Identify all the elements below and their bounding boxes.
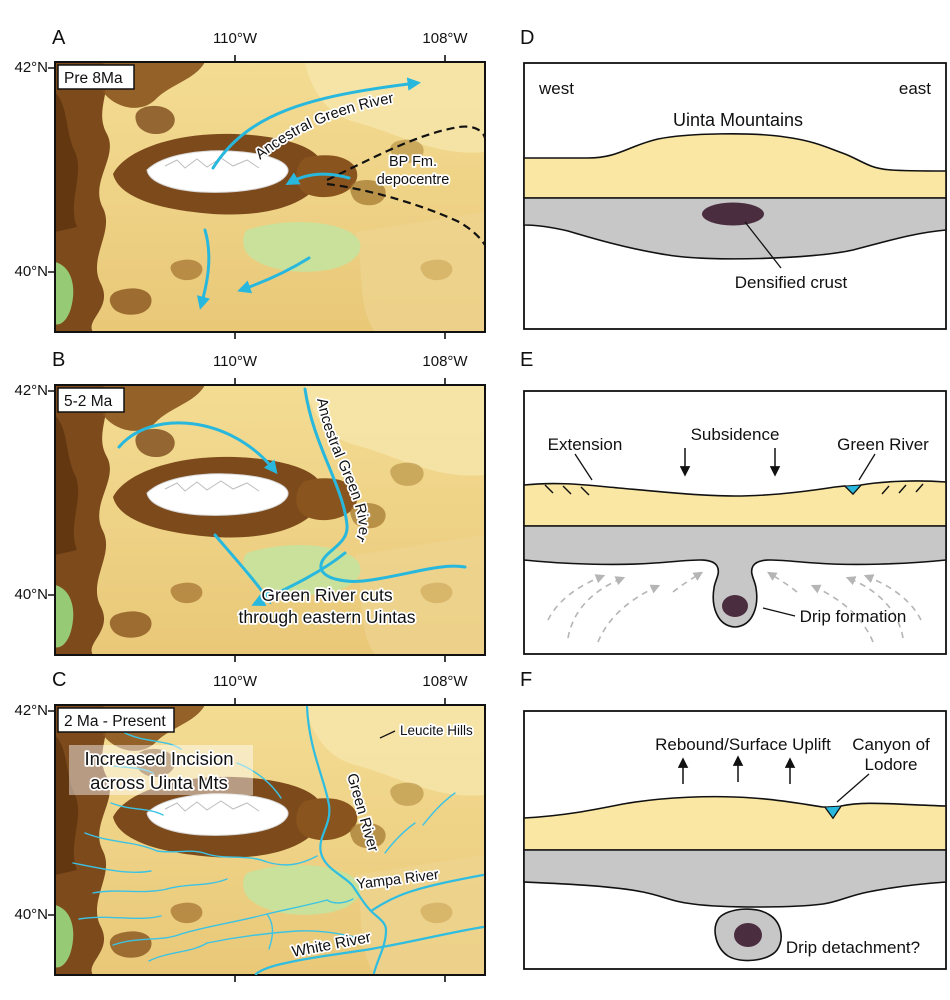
- map-panel-c: Leucite Hills Increased Incision across …: [48, 698, 486, 982]
- densified-crust-label: Densified crust: [735, 273, 848, 292]
- subsidence-label: Subsidence: [691, 425, 780, 444]
- cross-section-d: west east Uinta Mountains Densified crus…: [523, 62, 947, 330]
- lon-label-108w-c: 108°W: [422, 673, 468, 690]
- era-label-b: 5-2 Ma: [64, 393, 113, 410]
- map-frame-a: [54, 61, 486, 333]
- depocentre-label: depocentre: [377, 172, 450, 188]
- panel-c-letter: C: [52, 669, 67, 691]
- yampa-river-course: [369, 873, 485, 913]
- east-label: east: [899, 79, 931, 98]
- panel-f-letter: F: [520, 669, 533, 691]
- densified-crust-pointer: [744, 221, 782, 269]
- upper-crust-e: [523, 480, 947, 527]
- upper-crust-f: [523, 795, 947, 851]
- leucite-hills-pointer: [379, 730, 396, 739]
- lower-crust-d: [523, 197, 947, 260]
- era-badge-a: Pre 8Ma: [57, 64, 135, 90]
- lat-label-42n-b: 42°N: [14, 382, 48, 399]
- lat-label-40n-a: 40°N: [14, 263, 48, 280]
- lat-label-42n-c: 42°N: [14, 702, 48, 719]
- fault-ticks: [544, 483, 924, 496]
- bp-fm-label: BP Fm.: [389, 154, 437, 170]
- incision-caption-line1: Increased Incision: [84, 748, 233, 769]
- uinta-mountains-label: Uinta Mountains: [673, 110, 803, 130]
- detached-drip-core: [734, 923, 762, 947]
- canyon-pointer: [836, 773, 870, 803]
- lat-label-40n-b: 40°N: [14, 586, 48, 603]
- green-river-pointer: [858, 453, 876, 481]
- extension-pointer: [574, 453, 593, 481]
- depocentre-outline-lower: [326, 182, 486, 246]
- drip-formation-pointer: [762, 607, 796, 617]
- topography-a: [54, 61, 486, 333]
- panel-e-letter: E: [520, 349, 534, 371]
- lon-label-110w-a: 110°W: [212, 30, 258, 47]
- map-panel-a: Ancestral Green River BP Fm. depocentre …: [48, 55, 487, 339]
- upper-crust-d: [523, 133, 947, 199]
- basin-flow-arrow: [237, 256, 311, 294]
- panel-b-letter: B: [52, 349, 66, 371]
- canyon-of-lodore-notch: [824, 805, 842, 819]
- densified-crust-body: [702, 202, 764, 226]
- map-frame-c: [54, 704, 486, 976]
- flow-reversal-arrow: [285, 172, 351, 185]
- lower-crust-f: [523, 849, 947, 908]
- ancestral-river-flow-arrow: [211, 77, 422, 170]
- canyon-label-line1: Canyon of: [852, 735, 930, 754]
- extension-label: Extension: [548, 435, 623, 454]
- river-cut-flow-arrow: [251, 551, 347, 606]
- axis-ticks-b: [48, 378, 446, 662]
- era-badge-c: 2 Ma - Present: [57, 707, 175, 733]
- lon-label-108w-b: 108°W: [422, 353, 468, 370]
- drip-detachment-label: Drip detachment?: [786, 938, 920, 957]
- leucite-hills-label: Leucite Hills: [400, 723, 473, 738]
- lon-label-110w-c: 110°W: [212, 673, 258, 690]
- lower-crust-e-with-drip: [523, 525, 947, 628]
- drip-core: [722, 595, 748, 617]
- south-flank-flow-arrow: [196, 228, 211, 310]
- ancestral-green-river-course: [303, 387, 467, 583]
- green-river-notch: [843, 484, 863, 495]
- west-label: west: [538, 79, 574, 98]
- depocentre-outline-upper: [326, 125, 487, 181]
- axis-ticks-c: [48, 698, 446, 982]
- lat-label-42n-a: 42°N: [14, 59, 48, 76]
- cuts-caption-line1: Green River cuts: [261, 585, 393, 605]
- northwest-flow-arrow: [117, 421, 278, 475]
- drip-formation-label: Drip formation: [800, 607, 907, 626]
- cross-section-f: Rebound/Surface Uplift Canyon of Lodore …: [523, 710, 947, 970]
- incision-caption-line2: across Uinta Mts: [90, 772, 228, 793]
- mantle-flow-arrows: [547, 571, 922, 643]
- era-badge-b: 5-2 Ma: [57, 387, 125, 413]
- cross-section-e: Extension Subsidence Green River: [523, 390, 947, 655]
- map-panel-b: Ancestral Green River Green River cuts t…: [48, 378, 486, 662]
- drainage-network: [72, 732, 456, 962]
- map-frame-b: [54, 384, 486, 656]
- era-label-c: 2 Ma - Present: [64, 713, 166, 730]
- lat-label-40n-c: 40°N: [14, 906, 48, 923]
- lon-label-108w-a: 108°W: [422, 30, 468, 47]
- axis-ticks-a: [48, 55, 446, 339]
- era-label-a: Pre 8Ma: [64, 70, 123, 87]
- cuts-caption-line2: through eastern Uintas: [238, 607, 415, 627]
- green-river-course: [305, 705, 388, 975]
- green-river-label-e: Green River: [837, 435, 929, 454]
- panel-d-letter: D: [520, 27, 535, 49]
- white-river-course: [254, 925, 485, 976]
- lon-label-110w-b: 110°W: [212, 353, 258, 370]
- incision-caption-bg: [69, 745, 253, 795]
- canyon-label-line2: Lodore: [865, 755, 918, 774]
- rebound-label: Rebound/Surface Uplift: [655, 735, 831, 754]
- panel-a-letter: A: [52, 27, 66, 49]
